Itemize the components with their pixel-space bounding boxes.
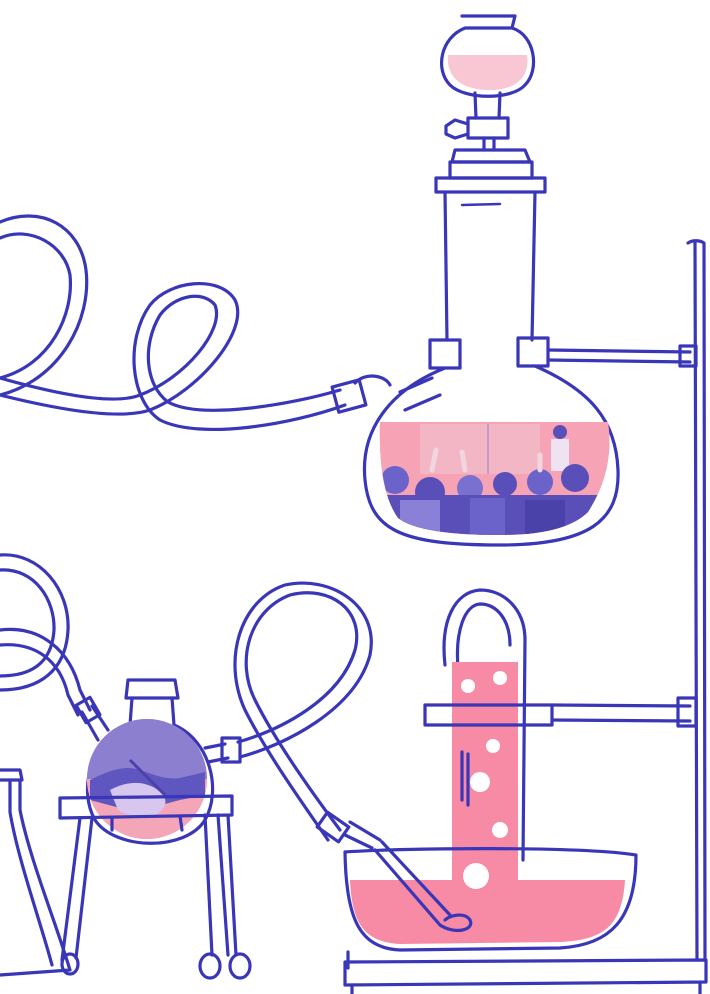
round-flask-bottom xyxy=(60,680,250,978)
gas-collection-trough xyxy=(345,590,636,968)
classroom-photo-icon xyxy=(370,420,615,540)
tubing-top-left xyxy=(0,216,345,429)
handshake-photo-icon xyxy=(87,719,207,839)
round-bottom-flask-top xyxy=(332,16,618,545)
